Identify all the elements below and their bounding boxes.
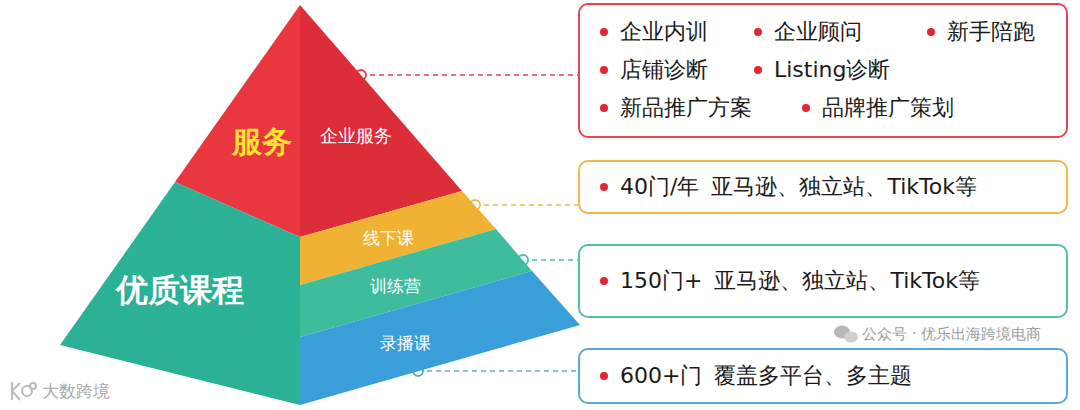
- info-box: 企业内训 企业顾问 新手陪跑店铺诊断 Listing诊断新品推广方案 品牌推广策划: [578, 3, 1068, 138]
- bullet-item: 600+门覆盖多平台、多主题: [600, 363, 912, 389]
- info-box: 150门+ 亚马逊、独立站、TikTok等: [578, 244, 1068, 318]
- watermark: 大数跨境: [42, 381, 110, 401]
- watermark: 公众号 · 优乐出海跨境电商: [862, 325, 1041, 343]
- bullet-item: 企业内训: [600, 19, 708, 45]
- leader-line: [523, 259, 578, 261]
- leader-group: [356, 70, 578, 80]
- logo-icon: [12, 382, 36, 400]
- bullet-dot: [600, 183, 608, 191]
- item-text: 企业内训: [620, 19, 708, 45]
- bullet-dot: [600, 66, 608, 74]
- layer-label: 服务: [232, 124, 292, 160]
- leader-group: [470, 200, 578, 210]
- bullet-dot: [600, 104, 608, 112]
- item-text: 店铺诊断: [620, 57, 708, 83]
- item-text: 600+门: [620, 363, 702, 389]
- pyramid-face: 优质课程: [60, 182, 300, 405]
- leader-group: [518, 255, 578, 265]
- item-text: Listing诊断: [774, 57, 890, 83]
- bullet-dot: [754, 66, 762, 74]
- wechat-icon: [834, 326, 858, 343]
- item-text: 40门/年: [620, 174, 699, 200]
- layer-label: 企业服务: [320, 125, 392, 147]
- item-text: 新品推广方案: [620, 95, 752, 121]
- item-text: 亚马逊、独立站、TikTok等: [714, 268, 980, 294]
- info-box: 40门/年亚马逊、独立站、TikTok等: [578, 160, 1068, 214]
- item-text: 品牌推广策划: [822, 95, 954, 121]
- leader-line: [361, 74, 578, 76]
- layer-label: 录播课: [380, 333, 431, 353]
- bullet-dot: [802, 104, 810, 112]
- bullet-item: 企业顾问: [754, 19, 862, 45]
- item-text: 企业顾问: [774, 19, 862, 45]
- bullet-item: 新品推广方案: [600, 95, 752, 121]
- item-text: 新手陪跑: [947, 19, 1035, 45]
- bullet-dot: [600, 372, 608, 380]
- face-polygon: [300, 271, 580, 405]
- bullet-dot: [927, 28, 935, 36]
- bullet-dot: [600, 277, 608, 285]
- bullet-dot: [754, 28, 762, 36]
- leader-line: [418, 370, 578, 372]
- bullet-item: 150门+ 亚马逊、独立站、TikTok等: [600, 268, 980, 294]
- info-box: 600+门覆盖多平台、多主题: [578, 348, 1068, 404]
- bullet-item: 品牌推广策划: [802, 95, 954, 121]
- item-text: 150门+: [620, 268, 702, 294]
- face-polygon: [60, 182, 300, 405]
- bullet-item: 40门/年亚马逊、独立站、TikTok等: [600, 174, 977, 200]
- bullet-item: Listing诊断: [754, 57, 890, 83]
- bullet-item: 新手陪跑: [927, 19, 1035, 45]
- leader-group: [413, 366, 578, 376]
- layer-label: 优质课程: [116, 271, 244, 309]
- layer-label: 线下课: [363, 228, 414, 248]
- bullet-item: 店铺诊断: [600, 57, 708, 83]
- leader-line: [475, 204, 578, 206]
- item-text: 亚马逊、独立站、TikTok等: [711, 174, 977, 200]
- layer-label: 训练营: [370, 276, 421, 296]
- pyramid-band: 录播课: [300, 271, 580, 405]
- face-shape: [300, 271, 580, 405]
- item-text: 覆盖多平台、多主题: [714, 363, 912, 389]
- bullet-dot: [600, 28, 608, 36]
